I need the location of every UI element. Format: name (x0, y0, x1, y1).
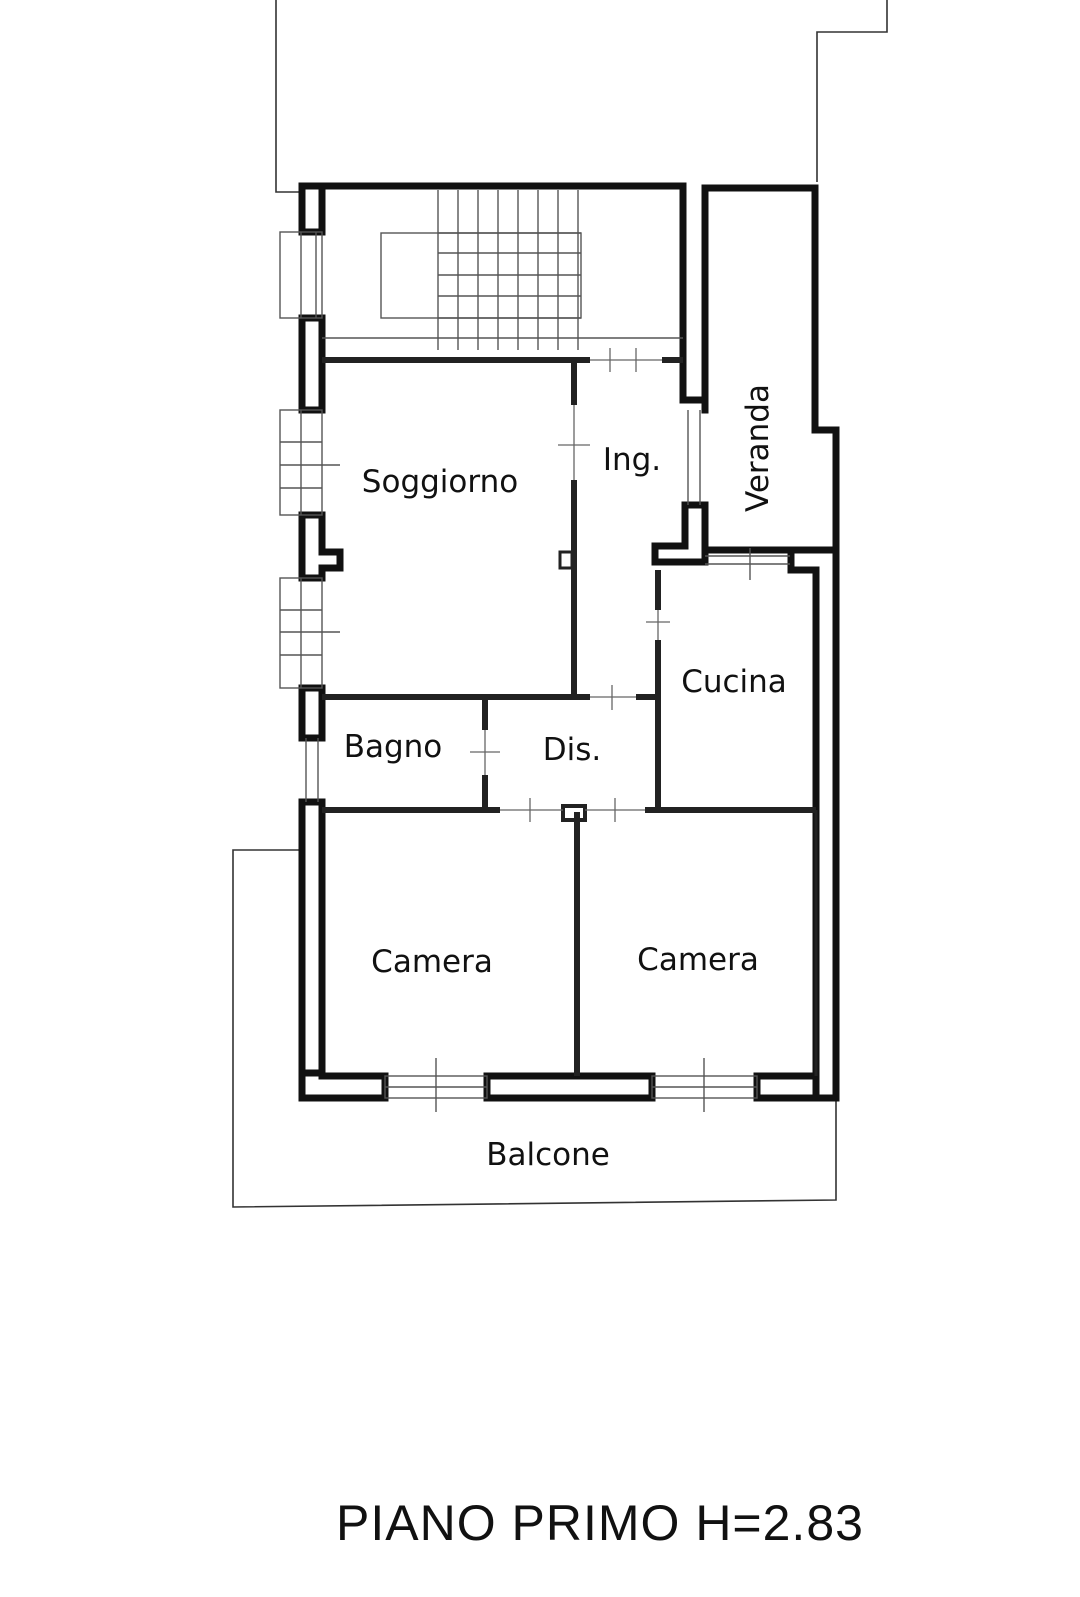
staircase (322, 190, 683, 350)
label-cucina: Cucina (681, 664, 787, 700)
doors (470, 348, 670, 822)
balcony-outline (232, 849, 837, 1208)
window-veranda (687, 410, 790, 580)
label-camera-left: Camera (371, 944, 493, 980)
window-soggiorno-1 (279, 409, 340, 516)
window-bagno (305, 738, 319, 802)
label-bagno: Bagno (344, 729, 443, 765)
label-disimpegno: Dis. (543, 732, 602, 768)
label-ingresso: Ing. (603, 442, 661, 478)
window-camera-left (384, 1058, 488, 1112)
window-soggiorno-2 (279, 577, 340, 689)
internal-walls (322, 357, 818, 1076)
window-left-top (279, 231, 323, 319)
label-soggiorno: Soggiorno (362, 464, 518, 500)
property-outline (275, 0, 888, 193)
window-camera-right (651, 1058, 758, 1112)
plan-title: PIANO PRIMO H=2.83 (336, 1495, 864, 1551)
label-veranda: Veranda (740, 384, 776, 512)
label-camera-right: Camera (637, 942, 759, 978)
label-balcone: Balcone (486, 1137, 610, 1173)
